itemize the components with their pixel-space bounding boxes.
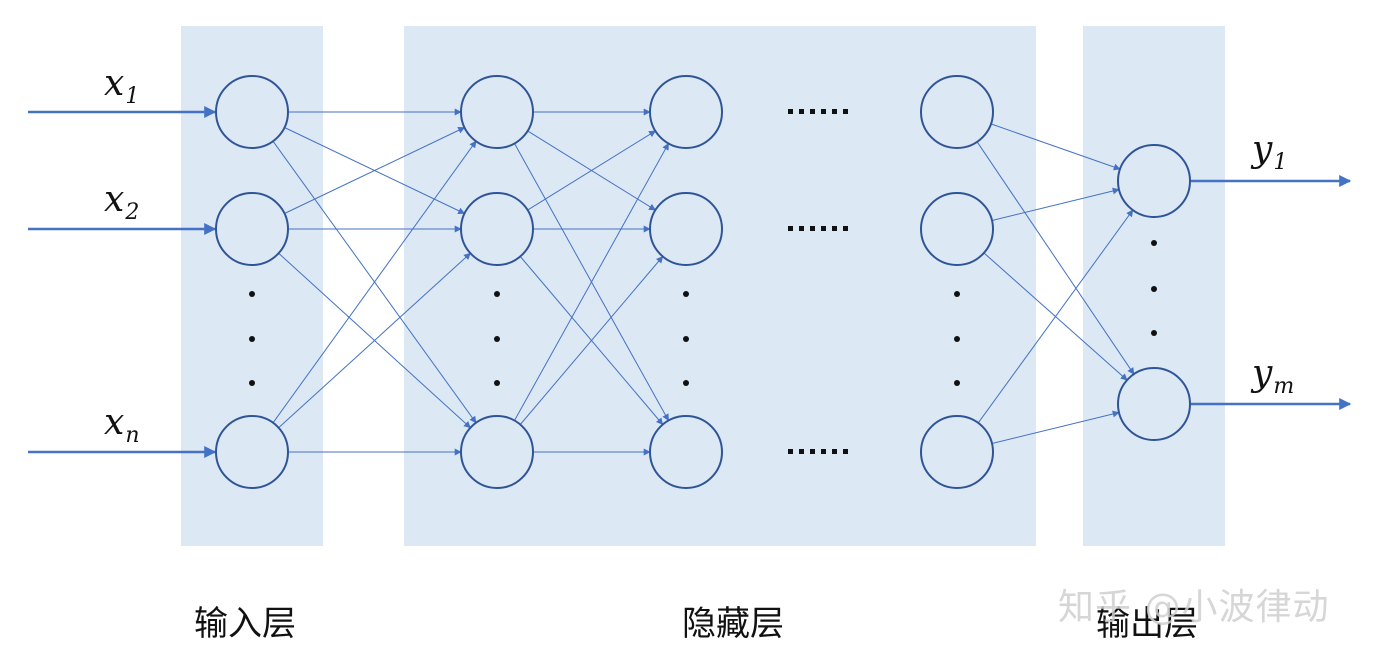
vdot-inp-0 <box>249 291 255 297</box>
node-out-1 <box>1117 367 1191 441</box>
watermark: 知乎 @小波律动 <box>1058 587 1330 628</box>
vertical-ellipses <box>249 240 1157 386</box>
node-h2-2 <box>649 415 723 489</box>
hdot-2-2 <box>810 449 815 454</box>
hdot-0-3 <box>821 109 826 114</box>
hdot-0-4 <box>832 109 837 114</box>
connection-out-1-0 <box>991 187 1120 221</box>
node-inp-1 <box>215 192 289 266</box>
connection-out-0-1 <box>976 141 1135 375</box>
connection-l1-1-0 <box>527 130 656 211</box>
output-layer-label: 输出层 <box>1096 604 1198 644</box>
node-h2-1 <box>649 192 723 266</box>
hidden-layer-label: 隐藏层 <box>682 604 784 644</box>
hdot-1-2 <box>810 226 815 231</box>
input-layer-panel <box>181 26 323 546</box>
connection-l0-2-1 <box>278 252 471 429</box>
vdot-inp-2 <box>249 380 255 386</box>
hidden-layer-panel <box>404 26 1036 546</box>
hdot-2-3 <box>821 449 826 454</box>
hdot-2-0 <box>788 449 793 454</box>
hdot-2-5 <box>843 449 848 454</box>
hdot-1-0 <box>788 226 793 231</box>
horizontal-ellipses <box>788 109 848 454</box>
node-out-0 <box>1117 144 1191 218</box>
nodes <box>215 75 1191 489</box>
hdot-2-4 <box>832 449 837 454</box>
node-h3-0 <box>920 75 994 149</box>
vdot-out-2 <box>1151 330 1157 336</box>
vdot-h2-0 <box>683 291 689 297</box>
vdot-h2-2 <box>683 380 689 386</box>
connection-l1-2-1 <box>519 255 664 425</box>
connection-l0-2-0 <box>272 140 477 424</box>
io-arrows <box>28 106 1352 458</box>
connection-out-2-1 <box>991 410 1120 444</box>
hdot-1-4 <box>832 226 837 231</box>
node-h1-0 <box>460 75 534 149</box>
input-label-xn: xn <box>104 402 140 448</box>
hdot-0-5 <box>843 109 848 114</box>
input-label-x2: x2 <box>104 179 140 225</box>
vdot-inp-1 <box>249 336 255 342</box>
node-inp-2 <box>215 415 289 489</box>
output-label-ym: ym <box>1252 353 1295 399</box>
vdot-h2-1 <box>683 336 689 342</box>
vdot-h3-1 <box>954 336 960 342</box>
connection-out-2-0 <box>977 209 1134 424</box>
hdot-0-1 <box>799 109 804 114</box>
hdot-0-0 <box>788 109 793 114</box>
connection-l0-1-0 <box>284 127 466 214</box>
node-h3-2 <box>920 415 994 489</box>
node-h1-2 <box>460 415 534 489</box>
input-layer-label: 输入层 <box>194 604 296 644</box>
node-h2-0 <box>649 75 723 149</box>
node-h1-1 <box>460 192 534 266</box>
vdot-h1-2 <box>494 380 500 386</box>
vdot-h1-1 <box>494 336 500 342</box>
hdot-0-2 <box>810 109 815 114</box>
node-h3-1 <box>920 192 994 266</box>
connection-out-0-0 <box>990 123 1121 171</box>
output-label-y1: y1 <box>1252 129 1288 175</box>
vdot-out-0 <box>1151 240 1157 246</box>
vdot-out-1 <box>1151 286 1157 292</box>
input-label-x1: x1 <box>104 63 140 109</box>
connections <box>272 108 1135 456</box>
connection-l1-2-0 <box>514 142 669 421</box>
vdot-h3-0 <box>954 291 960 297</box>
hdot-1-1 <box>799 226 804 231</box>
node-inp-0 <box>215 75 289 149</box>
vdot-h1-0 <box>494 291 500 297</box>
hdot-1-5 <box>843 226 848 231</box>
hdot-2-1 <box>799 449 804 454</box>
vdot-h3-2 <box>954 380 960 386</box>
hdot-1-3 <box>821 226 826 231</box>
